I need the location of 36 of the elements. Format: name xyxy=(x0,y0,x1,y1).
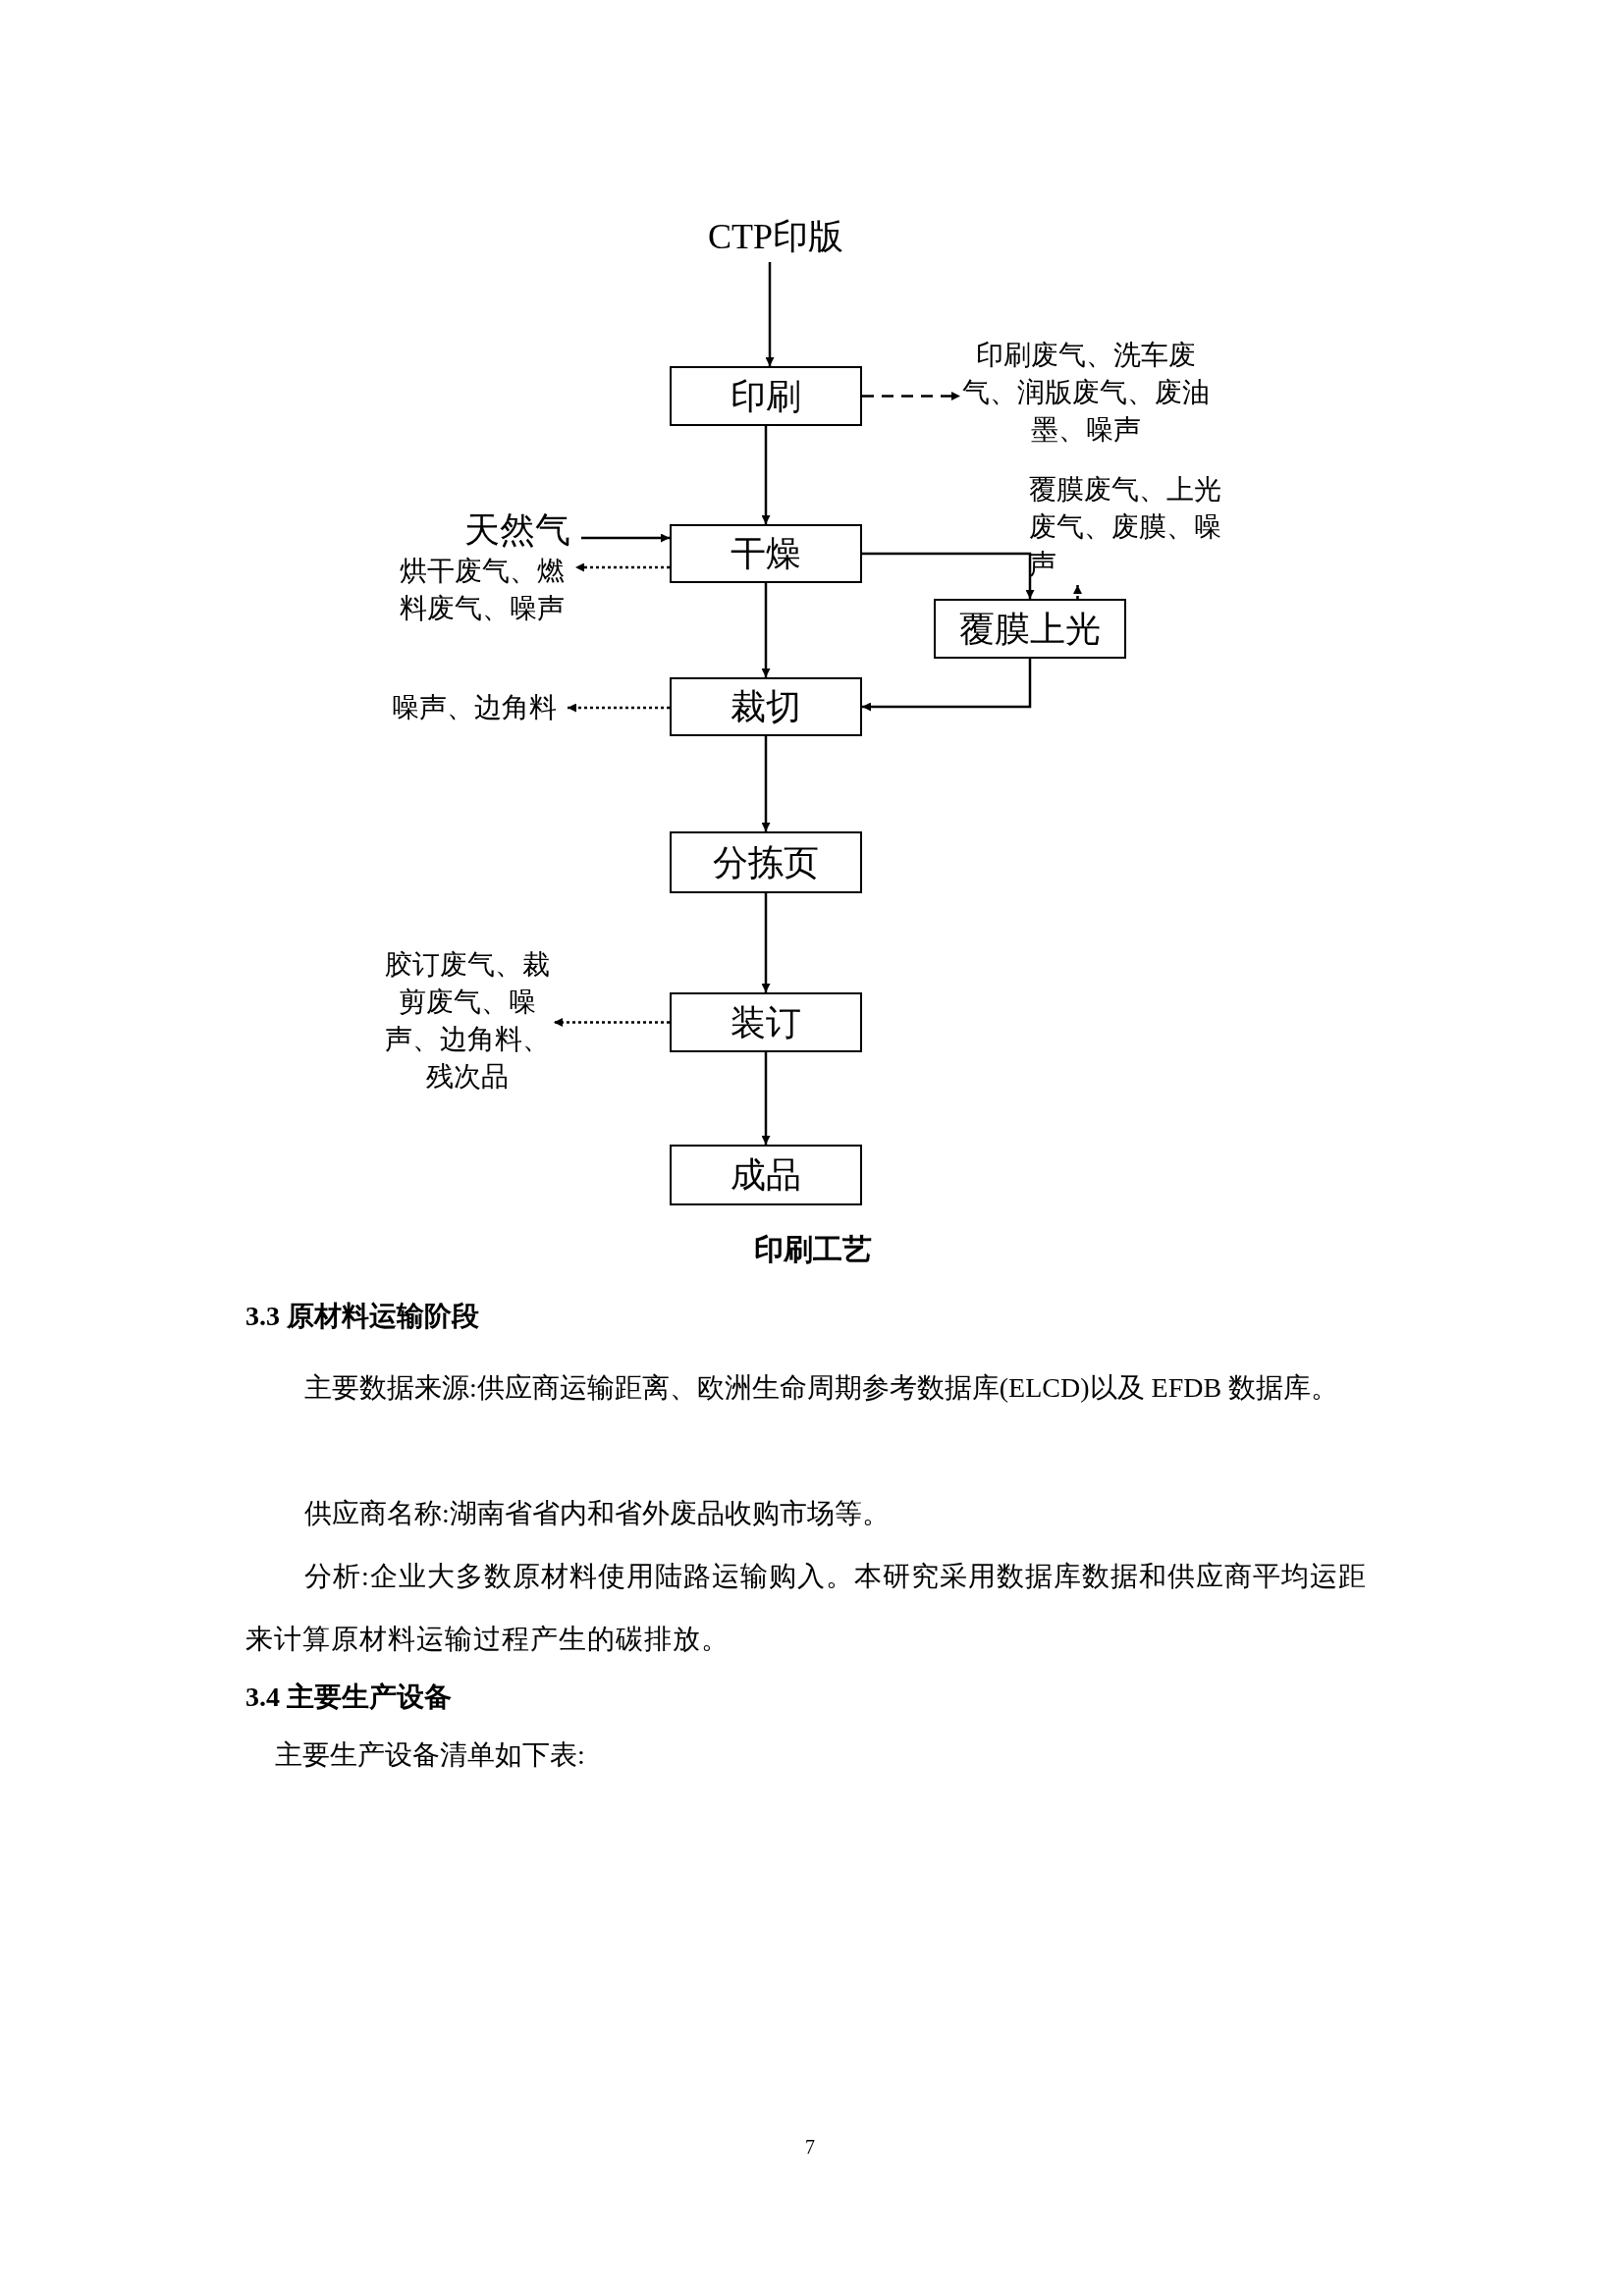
arrow xyxy=(568,703,670,713)
arrow xyxy=(765,262,775,366)
output-text: 噪声、边角料 xyxy=(381,687,568,728)
arrow xyxy=(581,533,670,543)
section-heading: 3.4 主要生产设备 xyxy=(245,1681,453,1714)
paragraph: 供应商名称:湖南省省内和省外废品收购市场等。 xyxy=(303,1497,891,1530)
paragraph: 主要数据来源:供应商运输距离、欧洲生命周期参考数据库(ELCD)以及 EFDB 数据库。 xyxy=(303,1371,1340,1405)
figure-caption: 印刷工艺 xyxy=(753,1231,873,1268)
output-text: 天然气 xyxy=(454,508,581,552)
process-box: 成品 xyxy=(670,1145,862,1205)
paragraph: 主要生产设备清单如下表: xyxy=(274,1738,586,1772)
arrow xyxy=(554,1018,670,1027)
arrow xyxy=(761,893,771,992)
process-box: 裁切 xyxy=(670,677,862,736)
process-box: 印刷 xyxy=(670,366,862,426)
arrow xyxy=(862,552,1035,599)
process-box: 干燥 xyxy=(670,524,862,583)
output-text: 印刷废气、洗车废气、润版废气、废油墨、噪声 xyxy=(960,334,1212,452)
arrow xyxy=(862,659,1032,712)
output-text: CTP印版 xyxy=(677,211,874,262)
process-box: 分拣页 xyxy=(670,831,862,893)
output-text: 覆膜废气、上光废气、废膜、噪声 xyxy=(1029,471,1231,585)
section-heading: 3.3 原材料运输阶段 xyxy=(245,1300,480,1333)
arrow xyxy=(1073,585,1082,599)
paragraph: 分析:企业大多数原材料使用陆路运输购入。本研究采用数据库数据和供应商平均运距来计算原材料运输过程产生的碳排放。 xyxy=(245,1560,1368,1656)
output-text: 胶订废气、裁剪废气、噪声、边角料、残次品 xyxy=(381,942,554,1099)
arrow xyxy=(761,1052,771,1145)
arrow xyxy=(575,562,670,572)
arrow xyxy=(761,736,771,831)
output-text: 烘干废气、燃料废气、噪声 xyxy=(389,552,575,628)
arrow xyxy=(761,426,771,524)
arrow xyxy=(761,583,771,677)
process-box: 覆膜上光 xyxy=(934,599,1126,659)
process-box: 装订 xyxy=(670,992,862,1052)
page-number: 7 xyxy=(804,2135,816,2160)
arrow xyxy=(862,392,960,400)
